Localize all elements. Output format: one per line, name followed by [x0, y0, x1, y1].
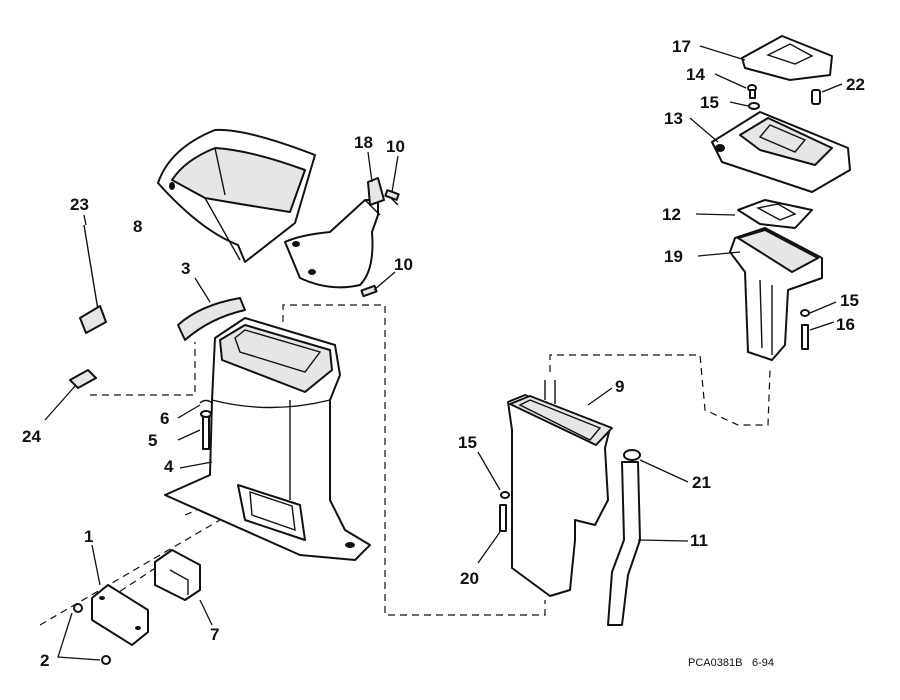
part-1-cover-plate — [57, 544, 149, 665]
callout-19: 19 — [664, 247, 683, 266]
callout-18: 18 — [354, 133, 373, 152]
part-23-24 — [44, 214, 107, 421]
callout-5: 5 — [148, 431, 157, 450]
callout-13: 13 — [664, 109, 683, 128]
part-13-plate — [689, 111, 851, 193]
callout-3: 3 — [181, 259, 190, 278]
callout-17: 17 — [672, 37, 691, 56]
part-9-exhaust-housing — [507, 380, 613, 597]
callout-12: 12 — [662, 205, 681, 224]
callout-24: 24 — [22, 427, 41, 446]
callout-20: 20 — [460, 569, 479, 588]
part-3-strip — [177, 277, 246, 341]
callout-7: 7 — [210, 625, 219, 644]
callout-16: 16 — [836, 315, 855, 334]
callout-11: 11 — [690, 531, 708, 550]
callout-4: 4 — [164, 457, 174, 476]
callout-10: 10 — [394, 255, 413, 274]
part-12-gasket — [695, 199, 813, 229]
part-15-20-screw — [477, 451, 510, 564]
callout-15: 15 — [458, 433, 477, 452]
part-19-adapter — [697, 227, 823, 361]
callout-labels: 17 14 22 15 13 18 10 23 12 8 19 3 10 15 … — [22, 37, 865, 670]
part-4-housing — [164, 317, 371, 561]
callout-1: 1 — [84, 527, 93, 546]
callout-22: 22 — [846, 75, 865, 94]
part-17-gasket — [699, 35, 833, 81]
callout-2: 2 — [40, 651, 49, 670]
callout-9: 9 — [615, 377, 624, 396]
part-11-21-tube — [607, 449, 689, 626]
callout-21: 21 — [692, 473, 711, 492]
callout-14: 14 — [686, 65, 705, 84]
part-8-cover — [157, 128, 316, 263]
callout-8: 8 — [133, 217, 142, 236]
drawing-code: PCA0381B 6-94 — [688, 657, 774, 669]
callout-10: 10 — [386, 137, 405, 156]
part-14-15-22-hardware — [714, 73, 843, 110]
assembly-dashed-lines — [39, 304, 771, 626]
callout-15: 15 — [700, 93, 719, 112]
part-5-6-screw — [177, 399, 213, 469]
part-15-16-screw — [800, 301, 837, 350]
drawing-code-id: PCA0381B — [688, 657, 742, 669]
part-7-anode — [154, 549, 213, 626]
callout-23: 23 — [70, 195, 89, 214]
drawing-date-code: 6-94 — [752, 657, 774, 669]
callout-6: 6 — [160, 409, 169, 428]
callout-15: 15 — [840, 291, 859, 310]
part-18-bracket — [284, 151, 400, 298]
